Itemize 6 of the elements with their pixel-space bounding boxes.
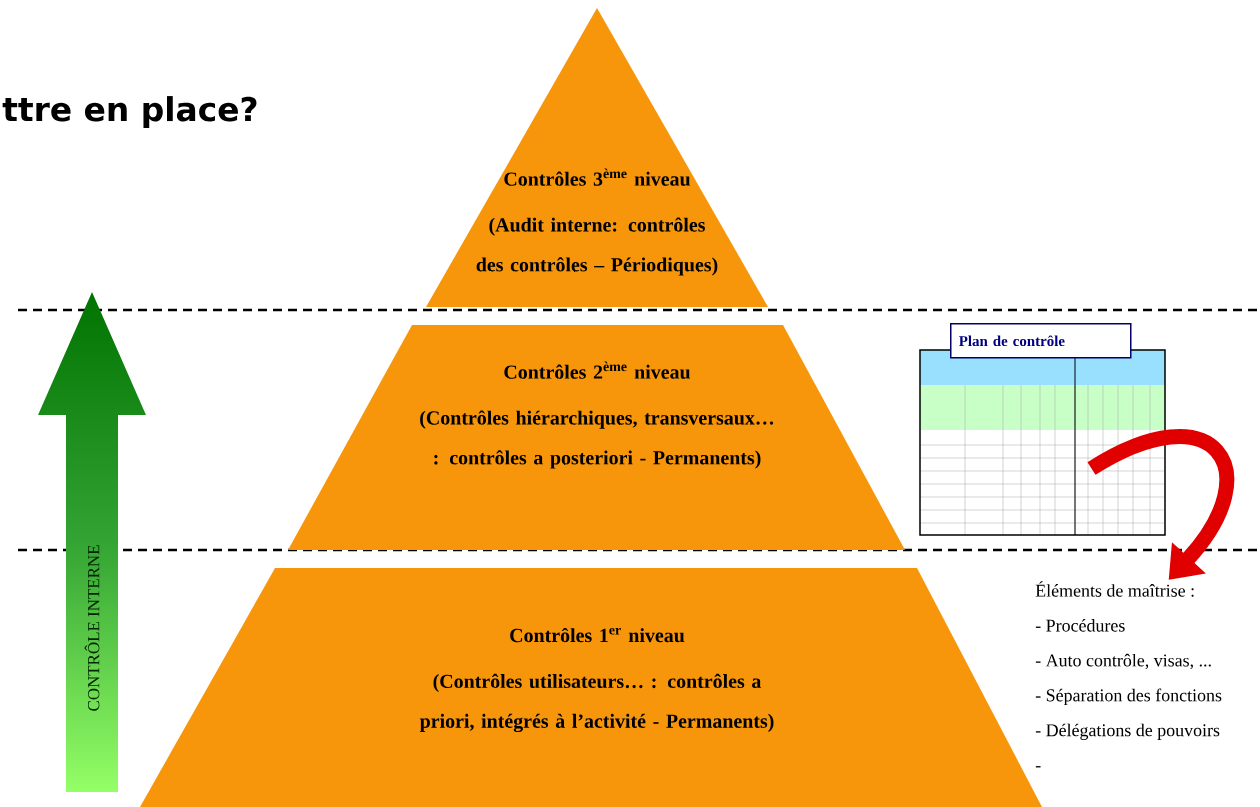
arrow: CONTRÔLE INTERNE <box>84 545 100 711</box>
pyramid-level: Contrôles 3$^{ème}$ niveau (Audit interne: contrôles des contrôles – Périodiques) <box>426 8 768 307</box>
table-drawing: Plan de contrôle <box>919 323 1166 536</box>
node-label: Plan de contrôle <box>959 335 1065 347</box>
heading: ttre en place? <box>2 96 257 128</box>
pyramid-level: Contrôles 2$^{ème}$ niveau (Contrôles hiérarchiques, transversaux… : contrôles a posteriori - Permanents) <box>288 325 905 550</box>
